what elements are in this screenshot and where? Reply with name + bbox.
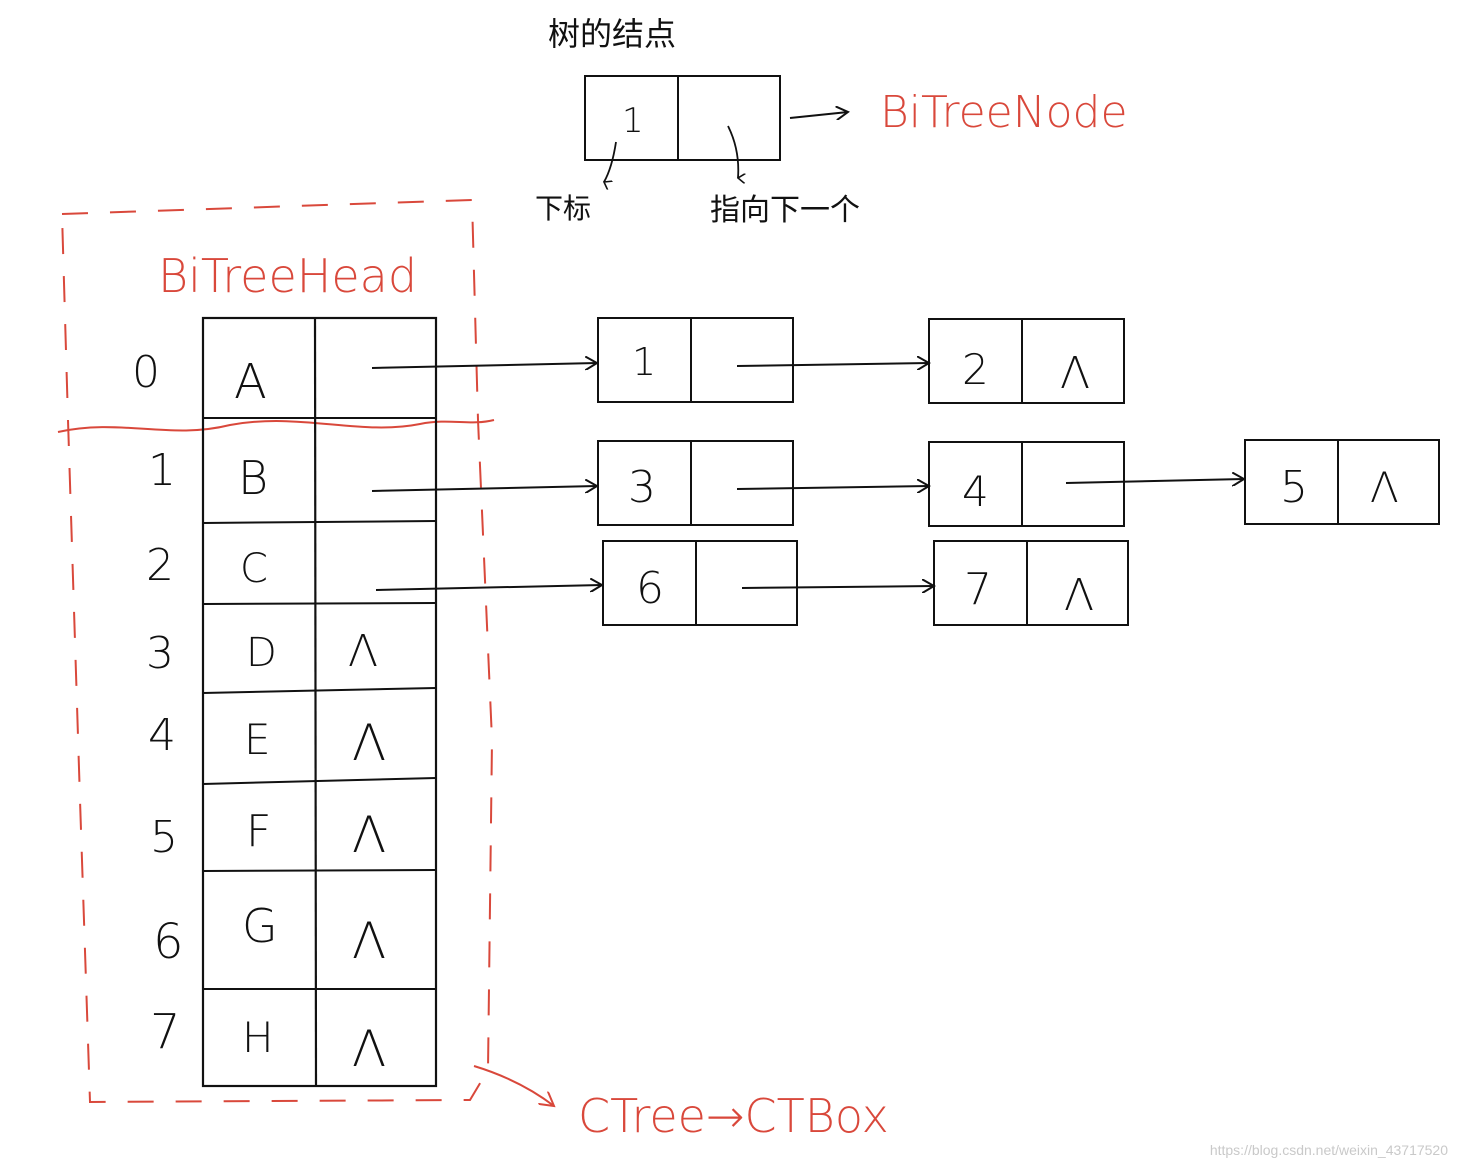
head-row-index: 1	[148, 445, 176, 496]
pointer-arrow	[736, 363, 929, 366]
head-row-index: 3	[146, 628, 174, 679]
null-pointer: Λ	[352, 714, 386, 772]
pointer-arrow	[371, 363, 597, 368]
head-row-data: G	[242, 899, 278, 953]
list-node: 2 Λ	[928, 318, 1125, 404]
head-array-boundary	[60, 198, 494, 1104]
null-pointer: Λ	[352, 1020, 386, 1078]
legend-name-arrow	[789, 112, 848, 118]
node-index: 5	[1280, 462, 1308, 513]
head-row-data: E	[244, 715, 271, 764]
head-separator-line	[57, 419, 495, 433]
head-row-index: 2	[146, 540, 174, 591]
list-node: 4	[928, 441, 1125, 527]
head-row-data: C	[240, 546, 268, 592]
index-annotation: 下标	[535, 192, 591, 225]
watermark: https://blog.csdn.net/weixin_43717520	[1209, 1142, 1448, 1158]
node-index: 7	[964, 564, 992, 615]
node-index: 2	[962, 345, 989, 394]
head-row-data: B	[238, 451, 268, 505]
node-index: 4	[962, 467, 989, 516]
pointer-arrow	[1065, 479, 1244, 483]
next-pointer-arrow	[727, 125, 738, 178]
list-node: 6	[602, 540, 798, 626]
list-node: 7 Λ	[933, 540, 1129, 626]
null-pointer: Λ	[1064, 570, 1094, 621]
pointer-arrow	[736, 486, 929, 489]
head-row-index: 6	[153, 914, 184, 970]
node-type-label: BiTreeNode	[880, 87, 1128, 138]
null-pointer: Λ	[1370, 463, 1399, 512]
pointer-arrow	[371, 486, 597, 491]
container-type-label: CTree→CTBox	[578, 1089, 889, 1143]
node-structure-title: 树的结点	[548, 15, 676, 53]
head-row-data: D	[246, 630, 277, 676]
pointer-arrow	[741, 586, 934, 588]
head-array	[201, 316, 438, 1088]
null-pointer: Λ	[1060, 348, 1090, 399]
type-label-arrow	[473, 1065, 554, 1106]
node-index: 6	[636, 563, 664, 614]
head-row-data: F	[246, 806, 271, 857]
head-row-index: 5	[150, 812, 178, 863]
null-pointer: Λ	[352, 806, 386, 864]
head-row-index: 7	[150, 1004, 181, 1060]
head-row-index: 0	[132, 347, 160, 398]
legend-node: 1	[584, 75, 781, 161]
head-label: BiTreeHead	[158, 249, 417, 303]
node-index: 3	[628, 462, 656, 513]
list-node: 3	[597, 440, 794, 526]
index-pointer-arrow	[604, 141, 617, 182]
head-row-data: A	[234, 354, 267, 410]
node-index: 1	[632, 340, 656, 384]
pointer-arrow	[375, 585, 602, 590]
head-row-data: H	[242, 1013, 274, 1062]
null-pointer: Λ	[348, 626, 378, 677]
legend-index-value: 1	[622, 101, 644, 141]
list-node: 1	[597, 317, 794, 403]
next-annotation: 指向下一个	[710, 193, 860, 228]
list-node: 5 Λ	[1244, 439, 1440, 525]
head-row-index: 4	[148, 710, 176, 761]
null-pointer: Λ	[352, 912, 386, 970]
